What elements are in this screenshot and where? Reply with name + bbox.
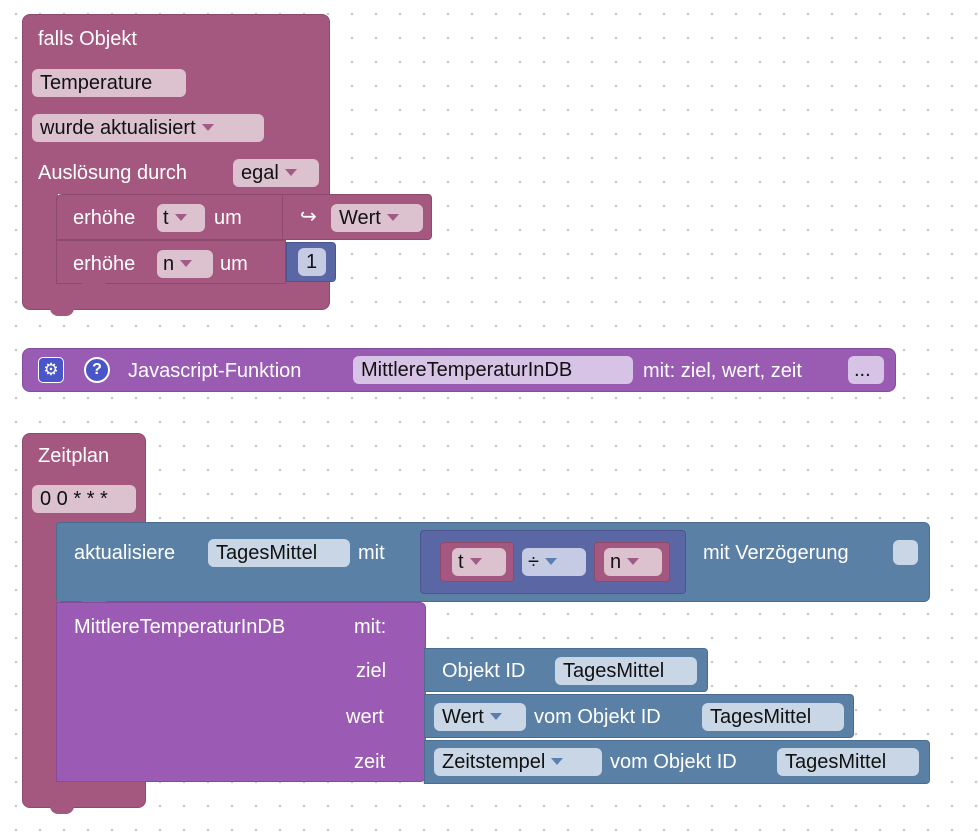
object-id-field[interactable]: TagesMittel [777,748,919,776]
schedule-title: Zeitplan [38,445,110,467]
increment-verb: erhöhe [73,207,136,229]
function-params: mit: ziel, wert, zeit [643,360,802,382]
var-value: t [163,207,169,229]
trigger-mode-dropdown[interactable]: wurde aktualisiert [32,114,264,142]
update-with-label: mit [358,542,385,564]
object-id-field[interactable]: TagesMittel [702,703,844,731]
update-label: aktualisiere [74,542,176,564]
chevron-down-icon [284,168,297,176]
wert-prefix-glyph: ↪ [300,206,317,228]
trigger-by-label: Auslösung durch [38,162,187,184]
call-function-name: MittlereTemperaturInDB [74,616,286,638]
chevron-down-icon [180,259,193,267]
event-block-notch [50,308,74,316]
event-block-foot [22,282,330,310]
call-with-label: mit: [354,616,387,638]
gear-icon[interactable]: ⚙ [38,357,64,383]
increment-by-label: um [214,207,242,229]
chevron-down-icon [551,757,564,765]
arg-name-zeit: zeit [354,751,386,773]
select-value: Wert [442,706,484,728]
right-var-dropdown[interactable]: n [604,548,662,576]
increment-n-var-dropdown[interactable]: n [157,250,213,278]
object-id-middle: vom Objekt ID [610,751,737,773]
object-id-middle: vom Objekt ID [534,706,661,728]
var-value: n [610,551,622,573]
more-button[interactable]: ... [848,356,884,384]
schedule-block-foot [22,780,146,808]
cron-field[interactable]: 0 0 * * * [32,485,136,513]
chevron-down-icon [627,557,640,565]
object-id-prefix: Objekt ID [442,660,526,682]
left-var-dropdown[interactable]: t [452,548,506,576]
wert-value: Wert [339,207,381,229]
chevron-down-icon [201,123,214,131]
schedule-block-notch [50,806,74,814]
function-call-statement[interactable] [56,602,426,782]
var-value: n [163,253,175,275]
delay-label: mit Verzögerung [703,542,849,564]
arg-name-ziel: ziel [356,660,387,682]
operator-value: ÷ [528,551,539,573]
trigger-mode-value: wurde aktualisiert [40,117,196,139]
event-block-spine [22,192,58,292]
event-title: falls Objekt [38,28,137,50]
chevron-down-icon [544,557,557,565]
trigger-by-dropdown[interactable]: egal [233,159,319,187]
var-value: t [458,551,464,573]
operator-dropdown[interactable]: ÷ [522,548,586,576]
function-name-field[interactable]: MittlereTemperaturInDB [353,356,633,384]
chevron-down-icon [489,712,502,720]
select-value: Zeitstempel [442,751,546,773]
increment-verb: erhöhe [73,253,136,275]
timestamp-select-dropdown[interactable]: Zeitstempel [434,748,602,776]
question-icon[interactable]: ? [84,357,110,383]
object-id-field[interactable]: TagesMittel [555,657,697,685]
chevron-down-icon [386,213,399,221]
schedule-block-spine [22,520,58,795]
increment-t-var-dropdown[interactable]: t [157,204,205,232]
value-select-dropdown[interactable]: Wert [434,703,526,731]
wert-dropdown[interactable]: Wert [331,204,423,232]
function-label: Javascript-Funktion [128,360,302,382]
increment-by-label: um [220,253,248,275]
number-field[interactable]: 1 [298,248,326,276]
arg-name-wert: wert [346,706,384,728]
statement-notch [82,283,106,291]
chevron-down-icon [174,213,187,221]
object-field[interactable]: Temperature [32,69,186,97]
delay-checkbox[interactable] [893,540,918,565]
chevron-down-icon [469,557,482,565]
trigger-by-value: egal [241,162,279,184]
update-target-field[interactable]: TagesMittel [208,539,350,567]
